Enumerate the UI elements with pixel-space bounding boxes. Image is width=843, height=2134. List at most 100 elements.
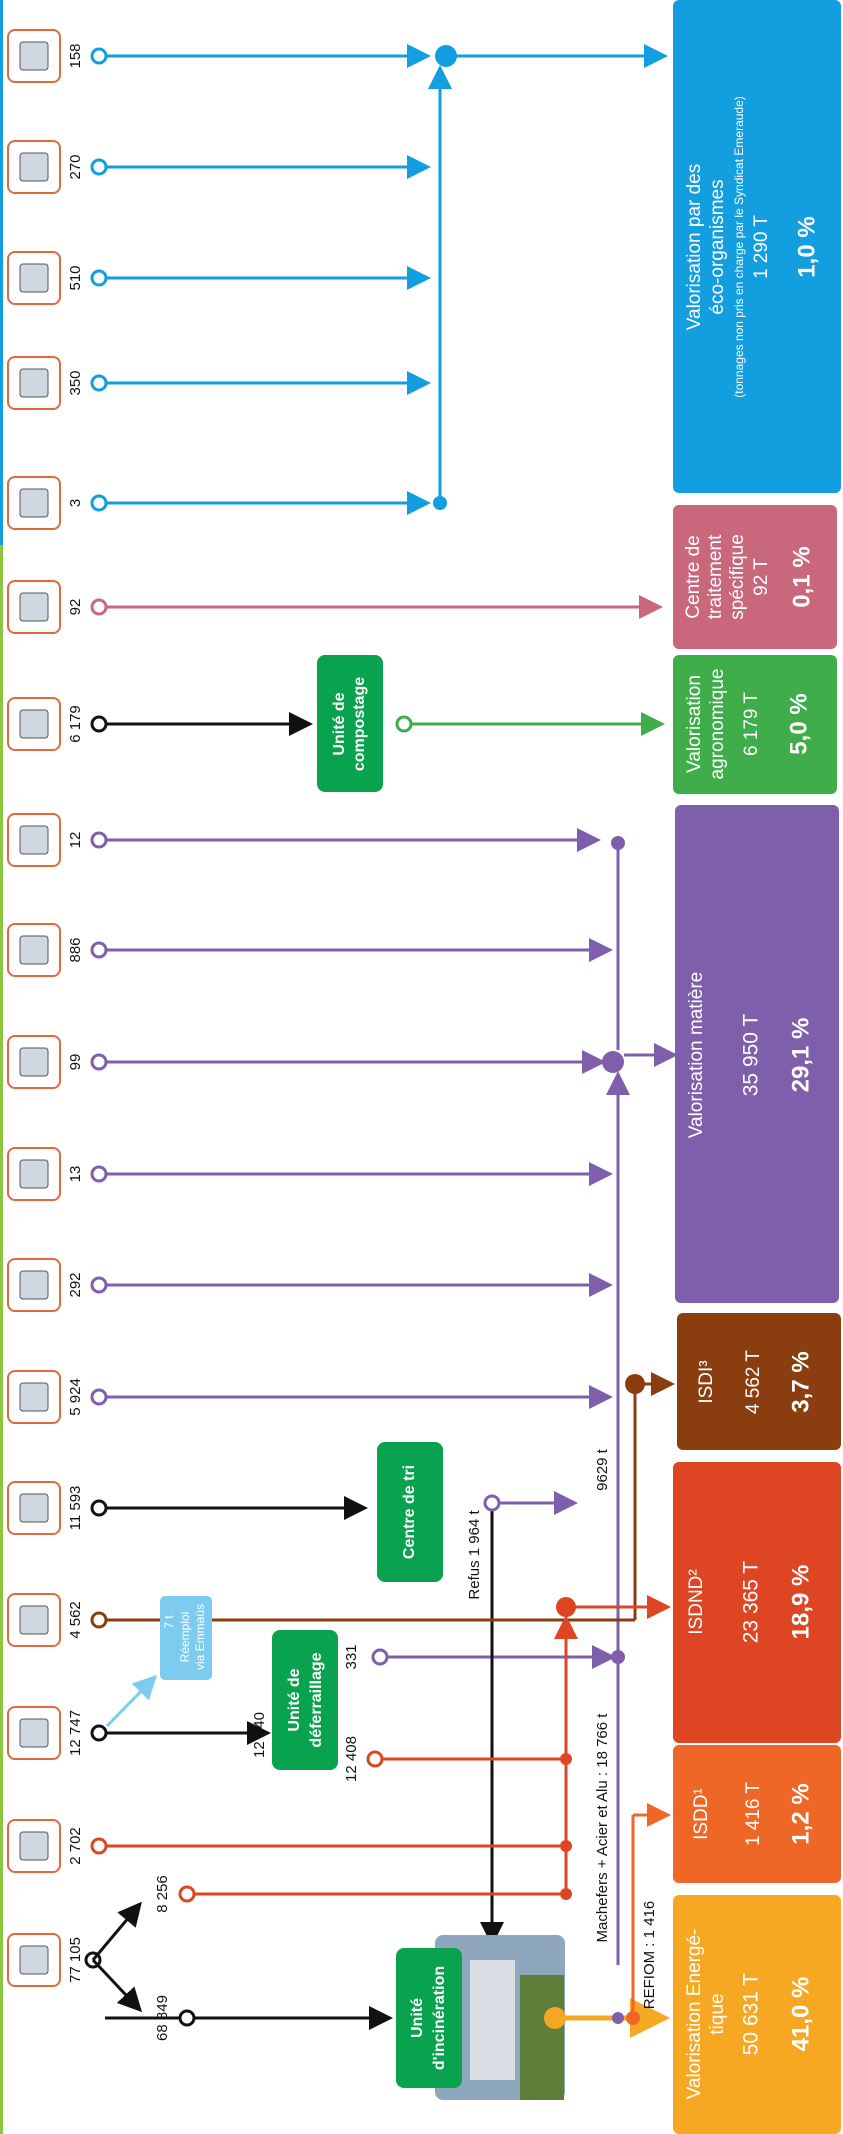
deferraillage-unit	[272, 1630, 338, 1770]
eco-note: (tonnages non pris en charge par le Synd…	[732, 96, 746, 398]
flow-source-14: 4 562	[7, 1593, 108, 1647]
flow-value: 886	[67, 937, 84, 962]
eco-title-1: Valorisation par des	[684, 164, 705, 331]
tri-unit	[377, 1442, 443, 1582]
energy-title-2: tique	[707, 1993, 728, 2034]
flow-start-node	[90, 1499, 108, 1517]
hazardous-products-icon-glyph	[19, 41, 49, 71]
defer-out1-label: 331	[343, 1644, 360, 1669]
isdd-title: ISDD¹	[691, 1788, 712, 1840]
flow-start-node	[90, 1276, 108, 1294]
flow-start-node	[90, 494, 108, 512]
emmaus-label-2: Réemploi	[178, 1612, 192, 1663]
flow-source-7: 12	[7, 813, 108, 867]
agro-tonnage: 6 179 T	[741, 692, 762, 756]
defer-out1-node	[371, 1648, 389, 1666]
flow-start-node	[90, 1053, 108, 1071]
eco-tonnage: 1 290 T	[751, 215, 772, 279]
flow-value: 92	[67, 599, 84, 616]
flow-value: 77 105	[67, 1937, 84, 1983]
cardboard-icon-glyph	[19, 935, 49, 965]
incineration-unit-label-2: d'incinération	[431, 1966, 448, 2070]
compost-unit	[317, 655, 383, 792]
flow-value: 12 747	[67, 1710, 84, 1756]
energy-percent: 41,0 %	[787, 1977, 814, 2052]
box-agro	[673, 655, 837, 794]
packaging-icon-glyph	[19, 1159, 49, 1189]
medical-waste-icon-glyph	[19, 592, 49, 622]
split-b-node	[178, 2009, 196, 2027]
box-matiere	[675, 805, 839, 1303]
box-specific	[673, 505, 837, 649]
flow-start-node	[90, 941, 108, 959]
box-isdi	[677, 1313, 841, 1450]
agro-title-2: agronomique	[707, 669, 728, 780]
flow-start-node	[90, 1724, 108, 1742]
flow-source-17: 77 105	[7, 1933, 102, 1987]
emmaus-box	[160, 1596, 212, 1680]
split-a-node	[178, 1885, 196, 1903]
compost-out-node	[395, 715, 413, 733]
isdd-tonnage: 1 416 T	[743, 1782, 764, 1846]
incineration-photo-building	[470, 1960, 515, 2080]
recycling-bin-icon-glyph	[19, 1493, 49, 1523]
specific-title-3: spécifique	[727, 534, 748, 620]
refus-label: Refus 1 964 t	[466, 1510, 483, 1600]
matiere-tonnage: 35 950 T	[740, 1014, 763, 1097]
incineration-unit-label-1: Unité	[409, 1998, 426, 2038]
matiere-node-331	[611, 1650, 625, 1664]
flow-source-0: 158	[7, 29, 108, 83]
tri-unit-label: Centre de tri	[401, 1465, 418, 1559]
specific-title-1: Centre de	[683, 535, 704, 618]
defer-in-label: 12 740	[251, 1712, 268, 1758]
flow-source-5: 92	[7, 580, 108, 634]
split-arrow-a	[91, 1901, 142, 1961]
flow-value: 158	[67, 43, 84, 68]
flow-source-12: 5 924	[7, 1370, 108, 1424]
flow-source-15: 12 747	[7, 1706, 108, 1760]
flow-start-node	[90, 269, 108, 287]
isdi-percent: 3,7 %	[787, 1351, 814, 1412]
machefers-label: Machefers + Acier et Alu : 18 766 t	[594, 1713, 611, 1943]
split-arrow-b	[91, 1958, 143, 2013]
paper-icon-glyph	[19, 1047, 49, 1077]
flow-source-10: 13	[7, 1147, 108, 1201]
specific-tonnage: 92 T	[751, 558, 772, 596]
flow-value: 5 924	[67, 1378, 84, 1416]
compost-unit-label-2: compostage	[351, 677, 368, 771]
flow-start-node	[90, 1388, 108, 1406]
deferraillage-unit-label-2: déferraillage	[308, 1652, 325, 1747]
isdnd-node1	[560, 1753, 572, 1765]
emmaus-label-1: 7 t	[162, 1615, 176, 1629]
flow-value: 13	[67, 1166, 84, 1183]
flow-source-3: 350	[7, 356, 108, 410]
flow-start-node	[90, 1611, 108, 1629]
defer-out2-label: 12 408	[343, 1736, 360, 1782]
household-waste-icon-glyph	[19, 1945, 49, 1975]
flow-value: 99	[67, 1054, 84, 1071]
flow-value: 12	[67, 832, 84, 849]
flow-start-node	[90, 1165, 108, 1183]
agro-title-1: Valorisation	[684, 675, 705, 773]
split-value-a: 8 256	[154, 1875, 171, 1913]
flow-source-1: 270	[7, 140, 108, 194]
flow-source-4: 3	[7, 476, 108, 530]
flow-value: 510	[67, 265, 84, 290]
eco-strip	[0, 0, 3, 545]
box-isdnd	[673, 1462, 841, 1743]
specific-percent: 0,1 %	[788, 546, 815, 607]
eco-hub-small	[433, 496, 447, 510]
green-waste-icon-glyph	[19, 709, 49, 739]
isdnd-node2	[560, 1840, 572, 1852]
energy-node	[544, 2007, 566, 2029]
flow-source-13: 11 593	[7, 1481, 108, 1535]
isdi-node	[625, 1374, 645, 1394]
batteries-icon-glyph	[19, 488, 49, 518]
appliance-icon-glyph	[19, 368, 49, 398]
matiere-hub	[602, 1051, 624, 1073]
textile-icon-glyph	[19, 263, 49, 293]
box-eco	[673, 0, 841, 493]
isdd-percent: 1,2 %	[787, 1783, 814, 1844]
defer-out2-node	[366, 1750, 384, 1768]
green-strip	[0, 545, 3, 2134]
